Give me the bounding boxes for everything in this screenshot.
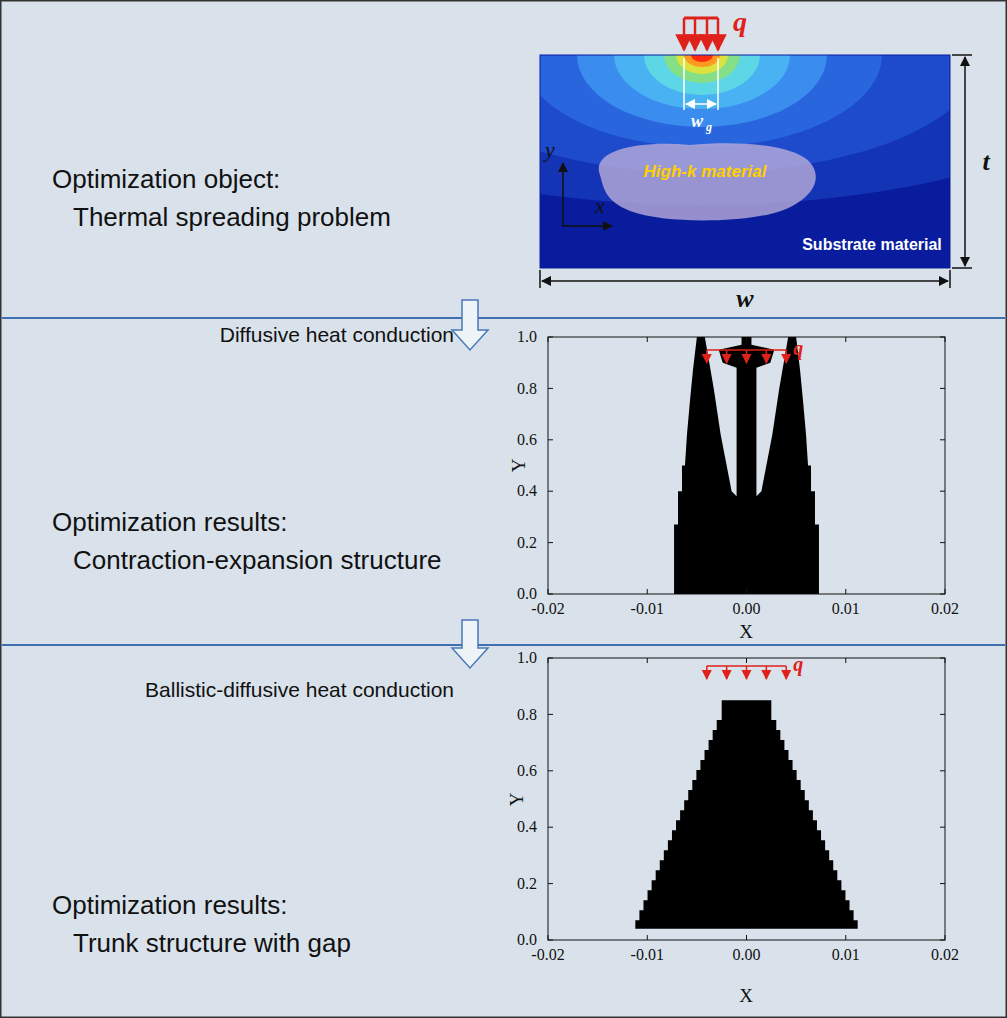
tick-label: 0.8 (517, 380, 537, 398)
structure-gap (751, 337, 788, 496)
tick-label: -0.01 (631, 600, 664, 618)
coordinate-axes (562, 163, 612, 226)
panel-heading: Optimization results: (52, 506, 288, 538)
optimization-plot (548, 337, 945, 594)
substrate-outline (540, 55, 950, 268)
high-k-blob (599, 143, 816, 220)
heat-flux-arrows (684, 18, 718, 50)
panel-description: Trunk structure with gap (73, 927, 351, 959)
structure-gap (705, 337, 742, 496)
axis-title: X (739, 986, 753, 1007)
heat-flux-label: q (733, 7, 747, 38)
wg-dimension (684, 58, 718, 110)
high-k-structure (635, 700, 857, 928)
tick-label: 0.8 (517, 706, 537, 724)
heat-flux-label: q (793, 653, 803, 675)
heat-flux-arrows (707, 666, 786, 679)
axis-title: Y (510, 459, 531, 473)
high-k-structure (674, 337, 819, 594)
tick-label: 0.00 (733, 600, 761, 618)
tick-label: 0.02 (931, 946, 959, 964)
panel-separator (2, 317, 1005, 319)
flow-arrow (452, 620, 488, 668)
panel-separator (2, 644, 1005, 646)
tick-label: -0.01 (631, 946, 664, 964)
dimension-subscript: g (706, 121, 712, 134)
tick-label: 0.6 (517, 762, 537, 780)
tick-label: 0.6 (517, 431, 537, 449)
panel-description: Thermal spreading problem (73, 201, 391, 233)
tick-label: -0.02 (531, 946, 564, 964)
panel-band: Optimization object: Thermal spreading pr… (0, 0, 1007, 300)
tick-label: 0.02 (931, 600, 959, 618)
axis-label: x (595, 194, 605, 218)
plot-frame (548, 337, 945, 594)
axis-ticks (548, 658, 945, 940)
tick-label: 0.00 (733, 946, 761, 964)
tick-label: 0.01 (832, 946, 860, 964)
axis-title: Y (508, 792, 529, 806)
tick-label: 0.4 (517, 818, 537, 836)
panel-description: Contraction-expansion structure (73, 544, 442, 576)
axis-ticks (548, 337, 945, 594)
dimension-label: t (982, 148, 989, 177)
t-dimension (952, 55, 972, 268)
tick-label: 0.2 (517, 534, 537, 552)
edge-label: Ballistic-diffusive heat conduction (145, 678, 454, 701)
heat-map (540, 55, 950, 268)
plot-frame (548, 658, 945, 940)
tick-label: 1.0 (517, 649, 537, 667)
dimension-label: w (736, 285, 753, 314)
tick-label: -0.02 (531, 600, 564, 618)
flow-arrow (452, 300, 488, 350)
dimension-label: w (691, 112, 703, 132)
heat-flux-label: q (793, 337, 803, 359)
axis-label: y (545, 138, 555, 162)
panel-heading: Optimization results: (52, 889, 288, 921)
panel-band: Optimization results: Trunk structure wit… (0, 668, 1007, 1018)
axis-title: X (739, 622, 753, 643)
panel-band: Optimization results: Contraction-expansi… (0, 350, 1007, 620)
material-label: High-k material (644, 163, 767, 182)
optimization-plot (548, 658, 945, 940)
heat-flux-arrows (707, 350, 786, 363)
edge-label: Diffusive heat conduction (220, 323, 454, 346)
tick-label: 0.2 (517, 875, 537, 893)
tick-label: 1.0 (517, 328, 537, 346)
material-label: Substrate material (802, 236, 942, 254)
tick-label: 0.4 (517, 482, 537, 500)
panel-heading: Optimization object: (52, 163, 280, 195)
tick-label: 0.01 (832, 600, 860, 618)
